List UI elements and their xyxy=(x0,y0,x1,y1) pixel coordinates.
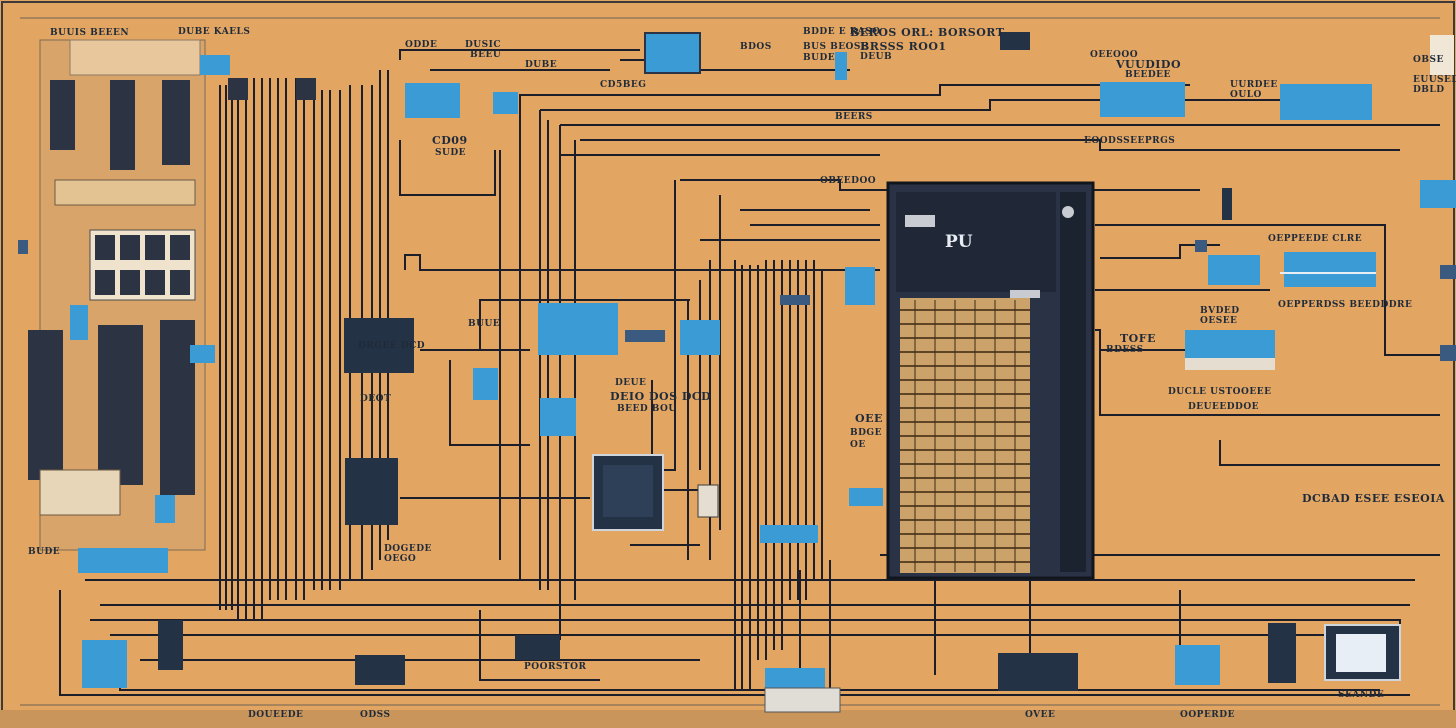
label: BEERS xyxy=(835,112,873,122)
label: BEEU xyxy=(470,50,502,60)
label: DBLD xyxy=(1413,85,1445,95)
label: OVEE xyxy=(1025,710,1056,720)
rack-title: PU xyxy=(945,232,973,252)
label: BVDED xyxy=(1200,306,1240,316)
label: BEED BOU xyxy=(617,404,677,414)
bottom-strip xyxy=(0,710,1456,728)
label: EUUSED xyxy=(1413,75,1456,85)
label: CD09 xyxy=(432,134,468,147)
terminal-block xyxy=(697,484,719,518)
label: DEOT xyxy=(360,394,392,404)
server-rack xyxy=(886,181,1095,580)
left-building-block xyxy=(28,39,230,573)
label: UURDEE xyxy=(1230,80,1278,90)
small-connectors xyxy=(18,240,1456,361)
label: BDDE E RASO xyxy=(803,27,881,37)
label: EOODSSEEPRGS xyxy=(1084,136,1176,146)
label: DEUE xyxy=(615,378,647,388)
label: OOPERDE xyxy=(1180,710,1235,720)
label: ODDE xyxy=(405,40,438,50)
label: POORSTOR xyxy=(524,662,587,672)
label: BUDE xyxy=(803,53,836,63)
label: SEANDE xyxy=(1338,690,1385,700)
label: BDOS xyxy=(740,42,772,52)
label: OEEOOO xyxy=(1090,50,1139,60)
monitor-screen xyxy=(603,465,653,517)
label: BEEDEE xyxy=(1125,70,1171,80)
label: OBEEDOO xyxy=(820,176,877,186)
label: BUS BEOSE xyxy=(803,42,869,52)
panel-stripe xyxy=(1280,272,1376,274)
label: DEIO DOS DCD xyxy=(610,390,712,403)
panel-stripe xyxy=(1185,358,1275,370)
label: OEPPERDSS BEEDDDRE xyxy=(1278,300,1413,310)
label: VUUDIDO xyxy=(1116,58,1182,71)
label: DEUEEDDOE xyxy=(1188,402,1260,412)
label: DUCLE USTOOEEE xyxy=(1168,387,1272,397)
label: OULO xyxy=(1230,90,1262,100)
label: DCBAD ESEE ESEOIA xyxy=(1302,492,1445,505)
label: OEE xyxy=(855,412,883,425)
label: DUBE KAELS xyxy=(178,27,251,37)
blue-panels xyxy=(82,32,1456,698)
terminal-block xyxy=(1430,35,1454,75)
label: BEROS ORL: BORSORT xyxy=(850,26,1005,39)
label: TOFE xyxy=(1120,332,1156,345)
cable-clamp xyxy=(296,78,316,100)
label: OEGO xyxy=(384,554,417,564)
label: DUSIC xyxy=(465,40,502,50)
label: BUUIS BEEEN xyxy=(50,28,130,38)
label: DEUB xyxy=(860,52,893,62)
label: SUDE xyxy=(435,148,467,158)
label: CD5BEG xyxy=(600,80,647,90)
label: BRSSS ROO1 xyxy=(860,40,947,53)
label: BUDE xyxy=(28,547,61,557)
label: OESEE xyxy=(1200,316,1238,326)
cable-bundle-center xyxy=(734,260,823,690)
label: BUUE xyxy=(468,319,501,329)
panel-base xyxy=(764,687,841,713)
label: OE xyxy=(850,440,866,450)
label: ODSS xyxy=(360,710,391,720)
label: DRGEE DCD xyxy=(358,341,426,351)
cable-clamp xyxy=(228,78,248,100)
label: DOGEDE xyxy=(384,544,432,554)
monitor-screen xyxy=(1336,634,1386,672)
label: BDESS xyxy=(1106,345,1144,355)
label: OEPPEEDE CLRE xyxy=(1268,234,1363,244)
label: BDGE xyxy=(850,428,882,438)
label: DUBE xyxy=(525,60,558,70)
label: DOUEEDE xyxy=(248,710,304,720)
label: OBSE xyxy=(1413,55,1444,65)
